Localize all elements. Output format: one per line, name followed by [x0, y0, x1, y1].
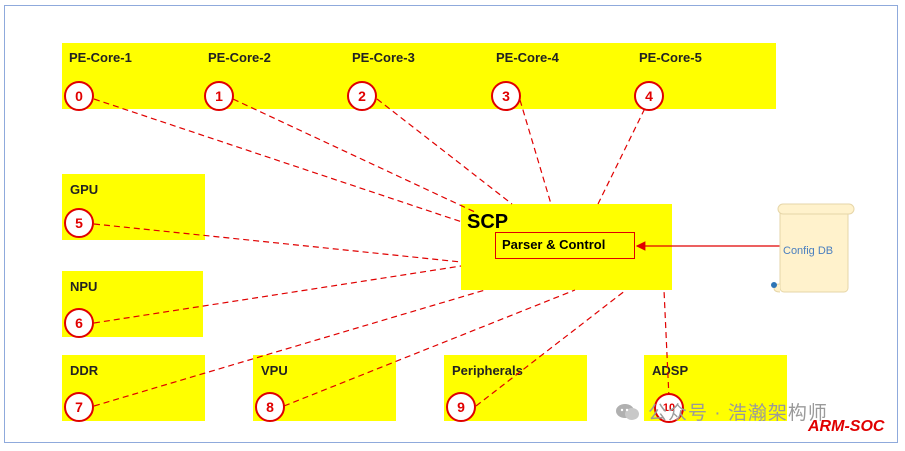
pe-core-5-badge-overlay: 4 — [634, 81, 664, 111]
chat-bubbles-icon — [616, 404, 639, 420]
pe-core-5-block: PE-Core-5 4 — [632, 43, 776, 109]
pe-core-1-badge-overlay: 0 — [64, 81, 94, 111]
brand-label: ARM-SOC — [808, 418, 885, 435]
pe-core-3-badge-overlay: 2 — [347, 81, 377, 111]
ddr-label: DDR — [70, 363, 99, 378]
ddr-badge-overlay: 7 — [64, 392, 94, 422]
npu-label: NPU — [70, 279, 98, 294]
pe-core-1-block: PE-Core-1 0 — [62, 43, 202, 109]
peripherals-label: Peripherals — [452, 363, 523, 378]
connector-adsp — [663, 289, 670, 399]
gpu-label: GPU — [70, 182, 99, 197]
parser-control-box: Parser & Control — [495, 232, 635, 259]
pe-core-1-label: PE-Core-1 — [69, 50, 132, 65]
connector-npu — [93, 265, 462, 324]
adsp-label: ADSP — [652, 363, 689, 378]
pe-core-4-badge-overlay: 3 — [491, 81, 521, 111]
npu-badge-overlay: 6 — [64, 308, 94, 338]
pe-core-3-block: PE-Core-3 2 — [345, 43, 485, 109]
vpu-label: VPU — [261, 363, 288, 378]
connector-core-4 — [519, 99, 552, 205]
connector-gpu — [93, 223, 462, 263]
pe-core-5-label: PE-Core-5 — [639, 50, 702, 65]
connector-core-1 — [93, 98, 463, 223]
connector-vpu — [283, 289, 576, 407]
vpu-badge-overlay: 8 — [255, 392, 285, 422]
watermark-label: 公众号 · 浩瀚架构师 — [648, 403, 828, 424]
adsp-badge-overlay: 10 — [654, 393, 684, 423]
pe-core-3-label: PE-Core-3 — [352, 50, 415, 65]
pe-core-4-block: PE-Core-4 3 — [489, 43, 629, 109]
peripherals-badge-overlay: 9 — [446, 392, 476, 422]
gpu-badge-overlay: 5 — [64, 208, 94, 238]
config-db-scroll-icon — [771, 203, 855, 293]
pe-core-2-badge-overlay: 1 — [204, 81, 234, 111]
connector-core-2 — [232, 98, 478, 214]
scp-title: SCP — [467, 211, 509, 233]
config-db-label: Config DB — [783, 245, 834, 257]
pe-core-4-label: PE-Core-4 — [496, 50, 559, 65]
diagram-frame — [4, 5, 898, 443]
pe-core-2-block: PE-Core-2 1 — [201, 43, 341, 109]
connector-peripherals — [475, 289, 627, 407]
connector-ddr — [93, 289, 486, 407]
connector-core-3 — [376, 98, 513, 205]
watermark-text: 公众号 · 浩瀚架构师 — [648, 398, 828, 425]
connector-core-5 — [597, 99, 650, 205]
pe-core-2-label: PE-Core-2 — [208, 50, 271, 65]
